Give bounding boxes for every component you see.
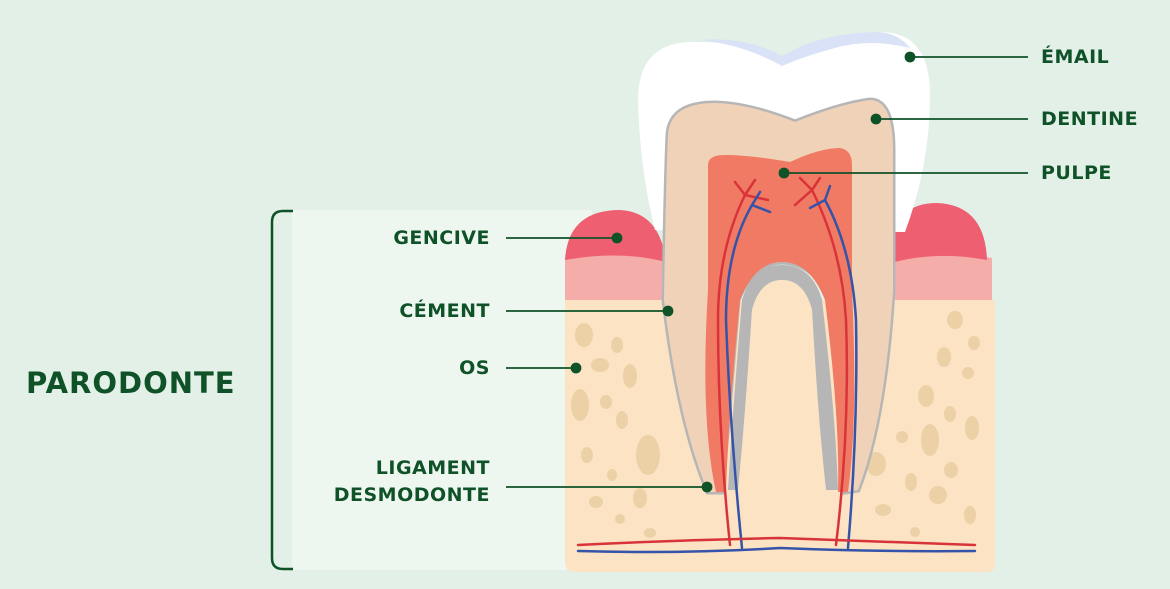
root-inner-outline [728,265,838,490]
periodontium-bracket [270,209,293,571]
blood-vessels [576,176,977,554]
label-ligament-line2: DESMODONTE [333,484,490,506]
right-gum-upper [887,203,987,264]
dot-cement [662,305,674,317]
dot-email [904,51,916,63]
group-title-parodonte: PARODONTE [26,366,236,400]
label-ligament-line1: LIGAMENT [375,457,490,479]
label-pulpe: PULPE [1041,162,1112,184]
left-gum-lower [565,251,668,300]
leader-lines [506,51,1028,493]
dot-os [570,362,582,374]
label-cement: CÉMENT [399,300,490,322]
bone-pores [571,311,980,538]
right-gum-lower [885,252,992,300]
enamel-highlight [700,32,910,66]
dot-ligament [701,481,713,493]
root-inner-dentine [738,280,826,490]
label-email: ÉMAIL [1041,46,1110,68]
dot-gencive [611,232,623,244]
label-dentine: DENTINE [1041,108,1139,130]
pulp [705,148,855,492]
label-gencive: GENCIVE [393,227,490,249]
label-ligament-desmodonte: LIGAMENT DESMODONTE [334,455,490,509]
label-os: OS [459,357,490,379]
dot-dentine [870,113,882,125]
periodontium-panel [292,210,592,570]
dot-pulpe [778,167,790,179]
